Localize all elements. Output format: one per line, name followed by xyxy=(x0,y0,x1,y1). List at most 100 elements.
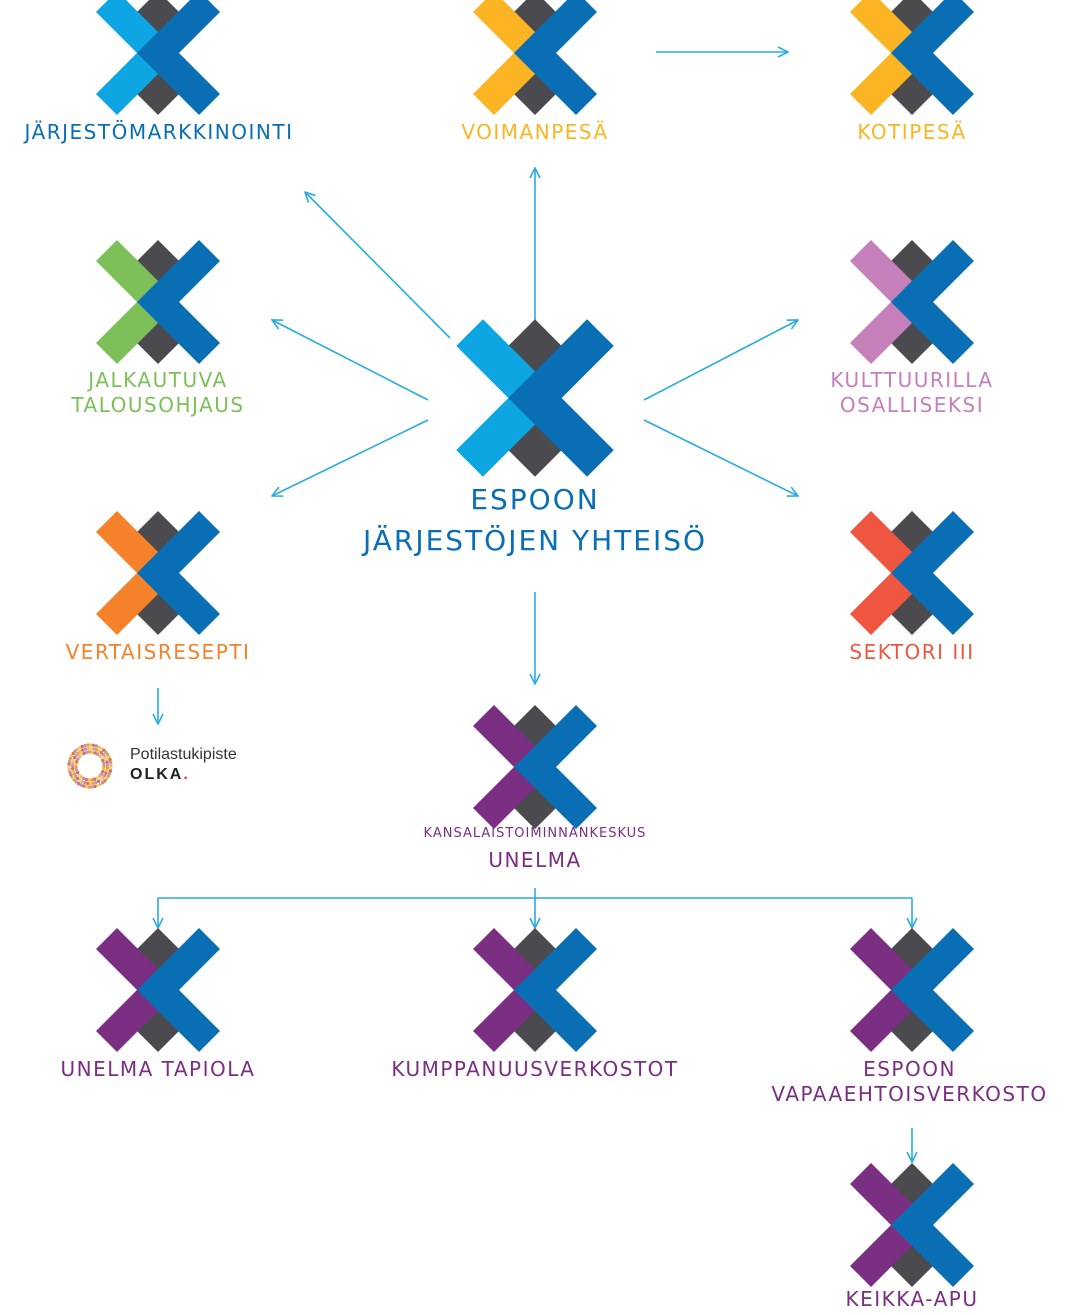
olka-dot-mark xyxy=(67,767,72,772)
label-kotipesa: KOTIPESÄ xyxy=(762,120,1062,145)
label-vertaisresepti: VERTAISRESEPTI xyxy=(8,640,308,665)
olka-dot-mark xyxy=(79,783,83,787)
label-line: SEKTORI III xyxy=(849,640,975,664)
logo-jarjestomarkkinointi xyxy=(96,0,220,115)
olka-dot-mark xyxy=(103,755,107,759)
olka-dot-mark xyxy=(83,781,87,785)
label-line: ESPOON xyxy=(863,1057,956,1081)
logo-right-chevron xyxy=(891,1163,974,1287)
olka-dot-mark xyxy=(75,759,79,764)
logo-unelma xyxy=(473,705,597,829)
olka-dot-mark xyxy=(102,761,106,766)
olka-dot-mark xyxy=(74,765,78,769)
logo-sektori xyxy=(850,511,974,635)
olka-dot-mark xyxy=(85,781,90,786)
olka-dot-mark xyxy=(93,751,97,755)
logo-keikka-apu xyxy=(850,1163,974,1287)
olka-dot: . xyxy=(183,766,190,783)
arrow-to-kulttuurilla xyxy=(643,320,798,401)
olka-dot-mark xyxy=(69,773,73,777)
arrow-to-sektori xyxy=(643,419,798,496)
olka-dot-mark xyxy=(68,756,73,761)
logo-jalkautuva xyxy=(96,240,220,364)
label-line: TALOUSOHJAUS xyxy=(71,393,245,417)
olka-dot-mark xyxy=(108,757,112,762)
label-line: KEIKKA-APU xyxy=(845,1287,979,1311)
olka-dot-mark xyxy=(109,763,113,767)
label-line: KULTTUURILLA xyxy=(830,368,994,392)
olka-dot-mark xyxy=(75,747,79,751)
olka-dot-mark xyxy=(94,748,99,752)
olka-dot-mark xyxy=(90,778,94,782)
olka-dot-mark xyxy=(87,750,92,754)
olka-dot-mark xyxy=(70,766,75,771)
olka-dot-mark xyxy=(107,771,112,776)
olka-name: OLKA xyxy=(130,766,184,783)
logo-right-chevron xyxy=(891,0,974,115)
logo-vapaaehtoisverkosto xyxy=(850,928,974,1052)
logo-kotipesa xyxy=(850,0,974,115)
arrow-to-jalkautuva xyxy=(272,320,429,401)
olka-dot-mark xyxy=(98,782,103,786)
olka-dot-mark xyxy=(67,762,71,766)
olka-dot-mark xyxy=(83,743,87,748)
olka-dot-mark xyxy=(80,744,84,749)
olka-dot-mark xyxy=(109,766,113,770)
label-unelma: KANSALAISTOIMINNANKESKUS UNELMA xyxy=(335,826,735,873)
olka-dot-mark xyxy=(86,743,90,747)
olka-dot-mark xyxy=(87,778,91,782)
olka-dot-mark xyxy=(82,751,86,756)
olka-dot-mark xyxy=(99,756,104,760)
olka-dot-mark xyxy=(94,780,98,785)
logo-left-chevron xyxy=(96,0,179,115)
olka-dot-mark xyxy=(74,762,78,767)
logo-right-chevron xyxy=(514,0,597,115)
logo-right-chevron xyxy=(137,928,220,1052)
olka-dot-mark xyxy=(104,757,108,762)
olka-dot-mark xyxy=(101,758,105,763)
logo-unelma-tapiola xyxy=(96,928,220,1052)
connectors xyxy=(158,52,912,1162)
olka-dot-mark xyxy=(107,755,111,759)
logo-right-chevron xyxy=(508,319,614,477)
olka-dot-mark xyxy=(67,765,71,769)
label-kumppanuusverkostot: KUMPPANUUSVERKOSTOT xyxy=(335,1057,735,1082)
label-line: KOTIPESÄ xyxy=(857,120,967,144)
olka-dot-mark xyxy=(92,747,96,751)
olka-dot-mark xyxy=(81,784,86,788)
olka-dot-mark xyxy=(75,770,80,775)
olka-dot-mark xyxy=(84,777,88,782)
logo-marks xyxy=(96,0,974,1287)
label-jarjestomarkkinointi: JÄRJESTÖMARKKINOINTI xyxy=(0,120,318,145)
olka-dot-mark xyxy=(95,776,99,780)
logo-right-chevron xyxy=(514,705,597,829)
olka-dot-mark xyxy=(84,785,89,789)
olka-dot-mark xyxy=(97,745,101,749)
logo-right-chevron xyxy=(137,0,220,115)
label-line: UNELMA xyxy=(488,848,582,873)
logo-right-chevron xyxy=(137,240,220,364)
olka-dot-mark xyxy=(105,766,110,770)
olka-dot-mark xyxy=(105,752,110,757)
label-voimanpesa: VOIMANPESÄ xyxy=(385,120,685,145)
olka-logo: Potilastukipiste OLKA. xyxy=(64,740,264,800)
label-unelma-tapiola: UNELMA TAPIOLA xyxy=(8,1057,308,1082)
logo-kumppanuusverkostot xyxy=(473,928,597,1052)
olka-dot-mark xyxy=(101,767,106,771)
label-vapaaehtoisverkosto: ESPOON VAPAAEHTOISVERKOSTO xyxy=(752,1057,1067,1107)
logo-right-chevron xyxy=(137,511,220,635)
center-title: ESPOON JÄRJESTÖJEN YHTEISÖ xyxy=(335,480,735,561)
logo-vertaisresepti xyxy=(96,511,220,635)
olka-dot-mark xyxy=(71,761,75,765)
olka-dot-mark xyxy=(91,743,96,747)
olka-dot-mark xyxy=(91,781,95,785)
olka-dot-mark xyxy=(86,746,90,751)
olka-dot-mark xyxy=(71,758,76,762)
label-line: JÄRJESTÖMARKKINOINTI xyxy=(24,120,294,144)
center-title-line1: ESPOON xyxy=(470,483,600,516)
label-line: UNELMA TAPIOLA xyxy=(60,1057,256,1081)
olka-ring-icon xyxy=(67,743,113,789)
olka-dot-mark xyxy=(81,748,85,752)
olka-dot-mark xyxy=(87,785,91,789)
